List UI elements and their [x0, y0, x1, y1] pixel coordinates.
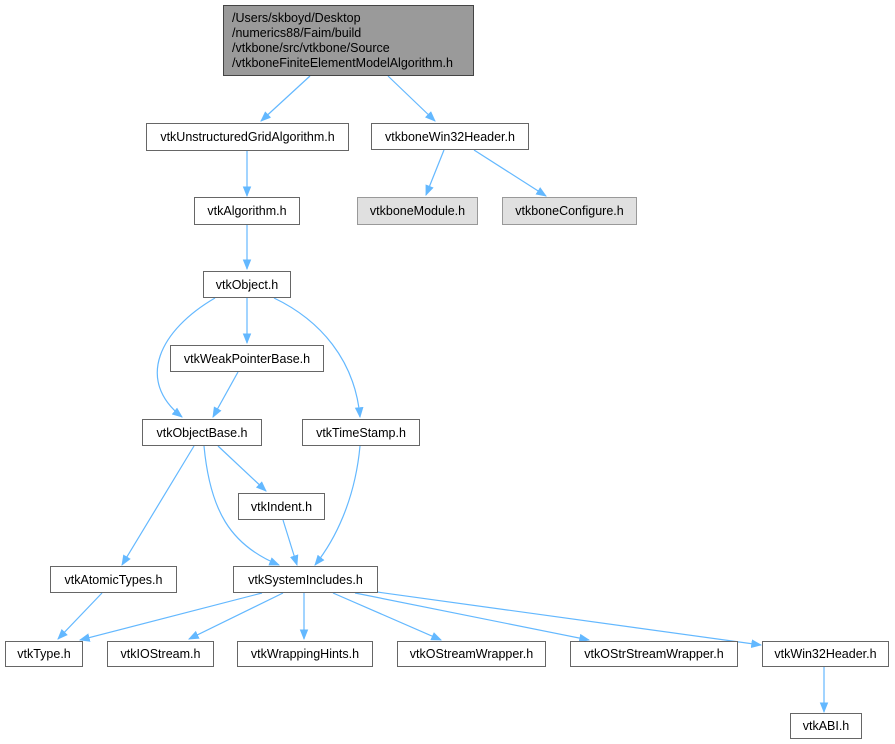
node-vtkweakpointerbase[interactable]: vtkWeakPointerBase.h [170, 345, 324, 372]
edge-objectbase-indent [217, 445, 267, 492]
node-vtktype[interactable]: vtkType.h [5, 641, 83, 667]
edge-root-win32hdr [387, 75, 436, 122]
edge-sysinc-ostream [332, 592, 442, 641]
edge-sysinc-type [78, 592, 263, 642]
node-vtkostrstreamwrapper[interactable]: vtkOStrStreamWrapper.h [570, 641, 738, 667]
edge-atomic-type [57, 592, 103, 640]
node-vtkobject[interactable]: vtkObject.h [203, 271, 291, 298]
edge-objectbase-atomic [121, 445, 195, 566]
node-vtkwin32header[interactable]: vtkWin32Header.h [762, 641, 889, 667]
node-vtktimestamp[interactable]: vtkTimeStamp.h [302, 419, 420, 446]
node-vtkabi[interactable]: vtkABI.h [790, 713, 862, 739]
edge-timestamp-sysinc [314, 445, 361, 566]
node-vtkbonemodule[interactable]: vtkboneModule.h [357, 197, 478, 225]
node-vtkatomictypes[interactable]: vtkAtomicTypes.h [50, 566, 177, 593]
edge-win32hdr-module [425, 149, 445, 197]
node-vtkostreamwrapper[interactable]: vtkOStreamWrapper.h [397, 641, 546, 667]
node-vtkobjectbase[interactable]: vtkObjectBase.h [142, 419, 262, 446]
edge-win32hdr-configure [473, 149, 547, 197]
edge-indent-sysinc [282, 519, 299, 567]
node-vtkunstructuredgridalgorithm[interactable]: vtkUnstructuredGridAlgorithm.h [146, 123, 349, 151]
edge-sysinc-vtkwin32 [376, 591, 763, 648]
edge-weakptr-objectbase [212, 371, 239, 418]
node-vtkiostream[interactable]: vtkIOStream.h [107, 641, 214, 667]
edge-objectbase-sysinc [203, 445, 280, 566]
node-vtksystemincludes[interactable]: vtkSystemIncludes.h [233, 566, 378, 593]
node-root-file[interactable]: /Users/skboyd/Desktop /numerics88/Faim/b… [223, 5, 474, 76]
node-vtkindent[interactable]: vtkIndent.h [238, 493, 325, 520]
edge-sysinc-iostream [188, 592, 284, 640]
edge-root-ugrid [260, 75, 311, 122]
node-vtkboneconfigure[interactable]: vtkboneConfigure.h [502, 197, 637, 225]
edge-sysinc-ostrstream [354, 592, 591, 643]
edge-object-timestamp [273, 297, 364, 419]
edge-object-objectbase [156, 297, 216, 418]
node-vtkalgorithm[interactable]: vtkAlgorithm.h [194, 197, 300, 225]
node-vtkwrappinghints[interactable]: vtkWrappingHints.h [237, 641, 373, 667]
node-vtkbonewin32header[interactable]: vtkboneWin32Header.h [371, 123, 529, 150]
